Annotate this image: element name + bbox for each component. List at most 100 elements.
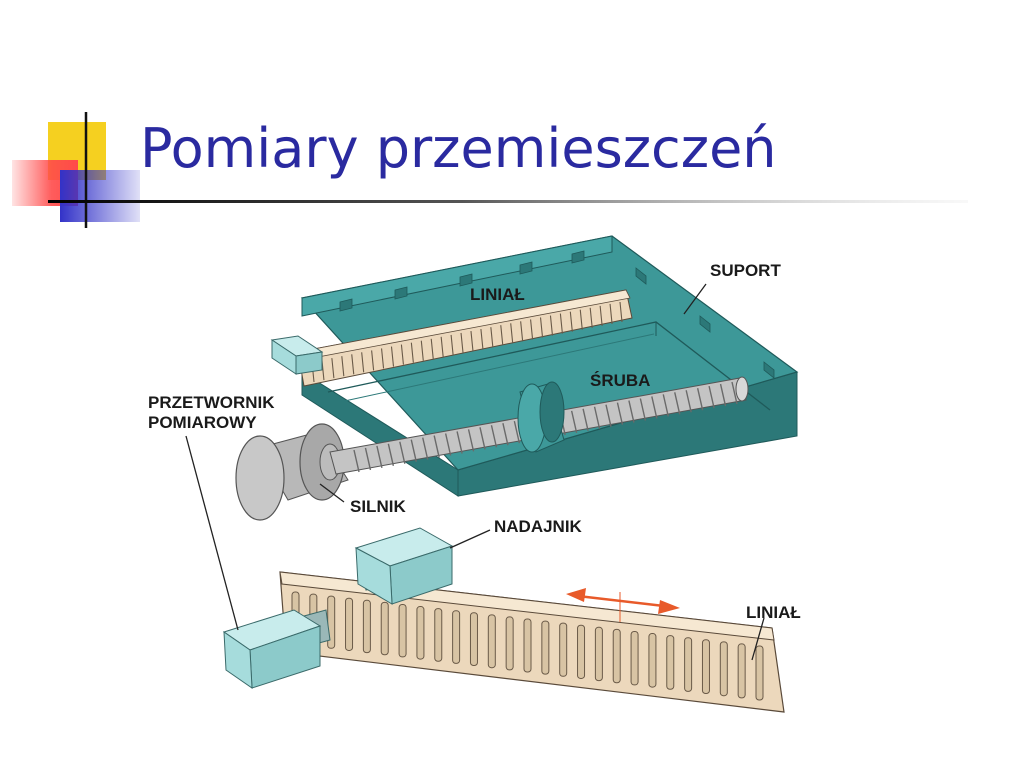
screw-thread xyxy=(467,429,475,452)
ruler-tick xyxy=(331,358,335,379)
ruler-slot xyxy=(416,606,425,660)
screw-thread xyxy=(422,437,429,460)
screw-thread xyxy=(513,420,521,444)
slide-title: Pomiary przemieszczeń xyxy=(140,117,777,180)
ruler-tick xyxy=(371,350,375,371)
label-transducer-line1: PRZETWORNIK xyxy=(148,393,275,412)
ruler-tick xyxy=(569,311,573,332)
title-underline xyxy=(48,200,968,203)
ruler-tick xyxy=(559,313,563,334)
ruler-tick xyxy=(361,352,365,373)
carriage-support xyxy=(300,235,799,497)
ruler-tick xyxy=(510,323,514,344)
screw-thread xyxy=(353,449,360,473)
ruler-tick xyxy=(599,305,603,326)
screw-thread xyxy=(628,400,635,423)
label-top-ruler: LINIAŁ xyxy=(470,285,525,304)
label-support: SUPORT xyxy=(710,261,781,280)
ruler-tick xyxy=(539,317,544,338)
screw-thread xyxy=(593,406,601,429)
screw-nut xyxy=(517,381,565,453)
ruler-tick xyxy=(450,334,454,355)
screw-thread xyxy=(399,441,406,464)
ruler-tick xyxy=(440,336,444,357)
ruler-tick xyxy=(400,344,404,365)
screw-thread xyxy=(387,443,395,466)
bottom-ruler xyxy=(279,571,785,713)
carriage-sensor-block xyxy=(270,335,324,375)
screw-thread xyxy=(674,392,681,415)
motion-double-arrow xyxy=(566,588,680,622)
ruler-slot xyxy=(487,614,496,669)
screw-thread xyxy=(639,398,647,421)
screw-thread xyxy=(605,404,612,427)
ruler-tick xyxy=(410,342,414,363)
ruler-slot xyxy=(594,626,603,682)
ruler-tick xyxy=(341,356,345,377)
screw-thread xyxy=(685,390,692,413)
screw-thread xyxy=(433,435,440,458)
label-emitter: NADAJNIK xyxy=(494,517,583,536)
label-bottom-ruler: LINIAŁ xyxy=(746,603,801,622)
screw-thread xyxy=(708,385,715,409)
screw-thread xyxy=(410,439,417,462)
screw-thread xyxy=(502,423,509,446)
ruler-tick xyxy=(381,348,385,369)
ruler-tick xyxy=(619,301,623,323)
screw-thread xyxy=(456,431,463,454)
screw-thread xyxy=(662,394,669,417)
deco-blue-bar xyxy=(60,170,140,222)
ruler-slot xyxy=(398,603,407,658)
ruler-slot xyxy=(345,597,354,651)
receiver-block xyxy=(222,609,331,689)
screw-thread xyxy=(582,408,589,431)
ruler-tick xyxy=(490,327,494,348)
ruler-slot xyxy=(434,608,443,662)
ruler-slot xyxy=(559,622,568,677)
label-motor: SILNIK xyxy=(350,497,406,516)
ruler-tick xyxy=(589,307,593,328)
ruler-tick xyxy=(520,321,524,342)
screw-thread xyxy=(364,447,372,471)
ruler-tick xyxy=(430,338,434,359)
ruler-slot xyxy=(719,641,728,697)
ruler-slot xyxy=(666,635,675,690)
ruler-slot xyxy=(648,633,657,688)
screw-thread xyxy=(696,388,704,411)
screw-thread xyxy=(731,381,738,405)
label-screw: ŚRUBA xyxy=(590,371,650,390)
ruler-tick xyxy=(500,325,504,346)
screw-thread xyxy=(479,427,486,450)
ruler-tick xyxy=(579,309,583,330)
ruler-tick xyxy=(460,332,464,354)
ruler-tick xyxy=(390,346,395,367)
screw-thread xyxy=(444,433,452,456)
ruler-slot xyxy=(630,630,639,686)
ruler-slot xyxy=(701,639,710,695)
ruler-slot xyxy=(541,620,550,675)
screw-thread xyxy=(570,410,578,434)
label-transducer-line2: POMIAROWY xyxy=(148,413,257,432)
ruler-slot xyxy=(362,599,371,654)
top-ruler xyxy=(297,289,633,387)
ruler-slot xyxy=(505,616,514,671)
title-ornament xyxy=(12,112,968,228)
ruler-tick xyxy=(351,354,355,375)
ruler-slot xyxy=(737,643,746,699)
ruler-slot xyxy=(380,601,389,656)
ruler-slot xyxy=(684,637,693,692)
screw-thread xyxy=(651,396,658,419)
ruler-slot xyxy=(612,628,621,684)
ruler-tick xyxy=(549,315,553,336)
ruler-tick xyxy=(530,319,534,340)
ruler-slot xyxy=(452,610,461,664)
screw-thread xyxy=(490,425,498,448)
ruler-slot xyxy=(523,618,532,673)
ruler-tick xyxy=(420,340,424,361)
ruler-tick xyxy=(609,303,613,324)
emitter-block xyxy=(354,527,454,605)
ruler-slot xyxy=(755,645,764,701)
screw-thread xyxy=(719,383,727,407)
ruler-tick xyxy=(470,330,474,352)
